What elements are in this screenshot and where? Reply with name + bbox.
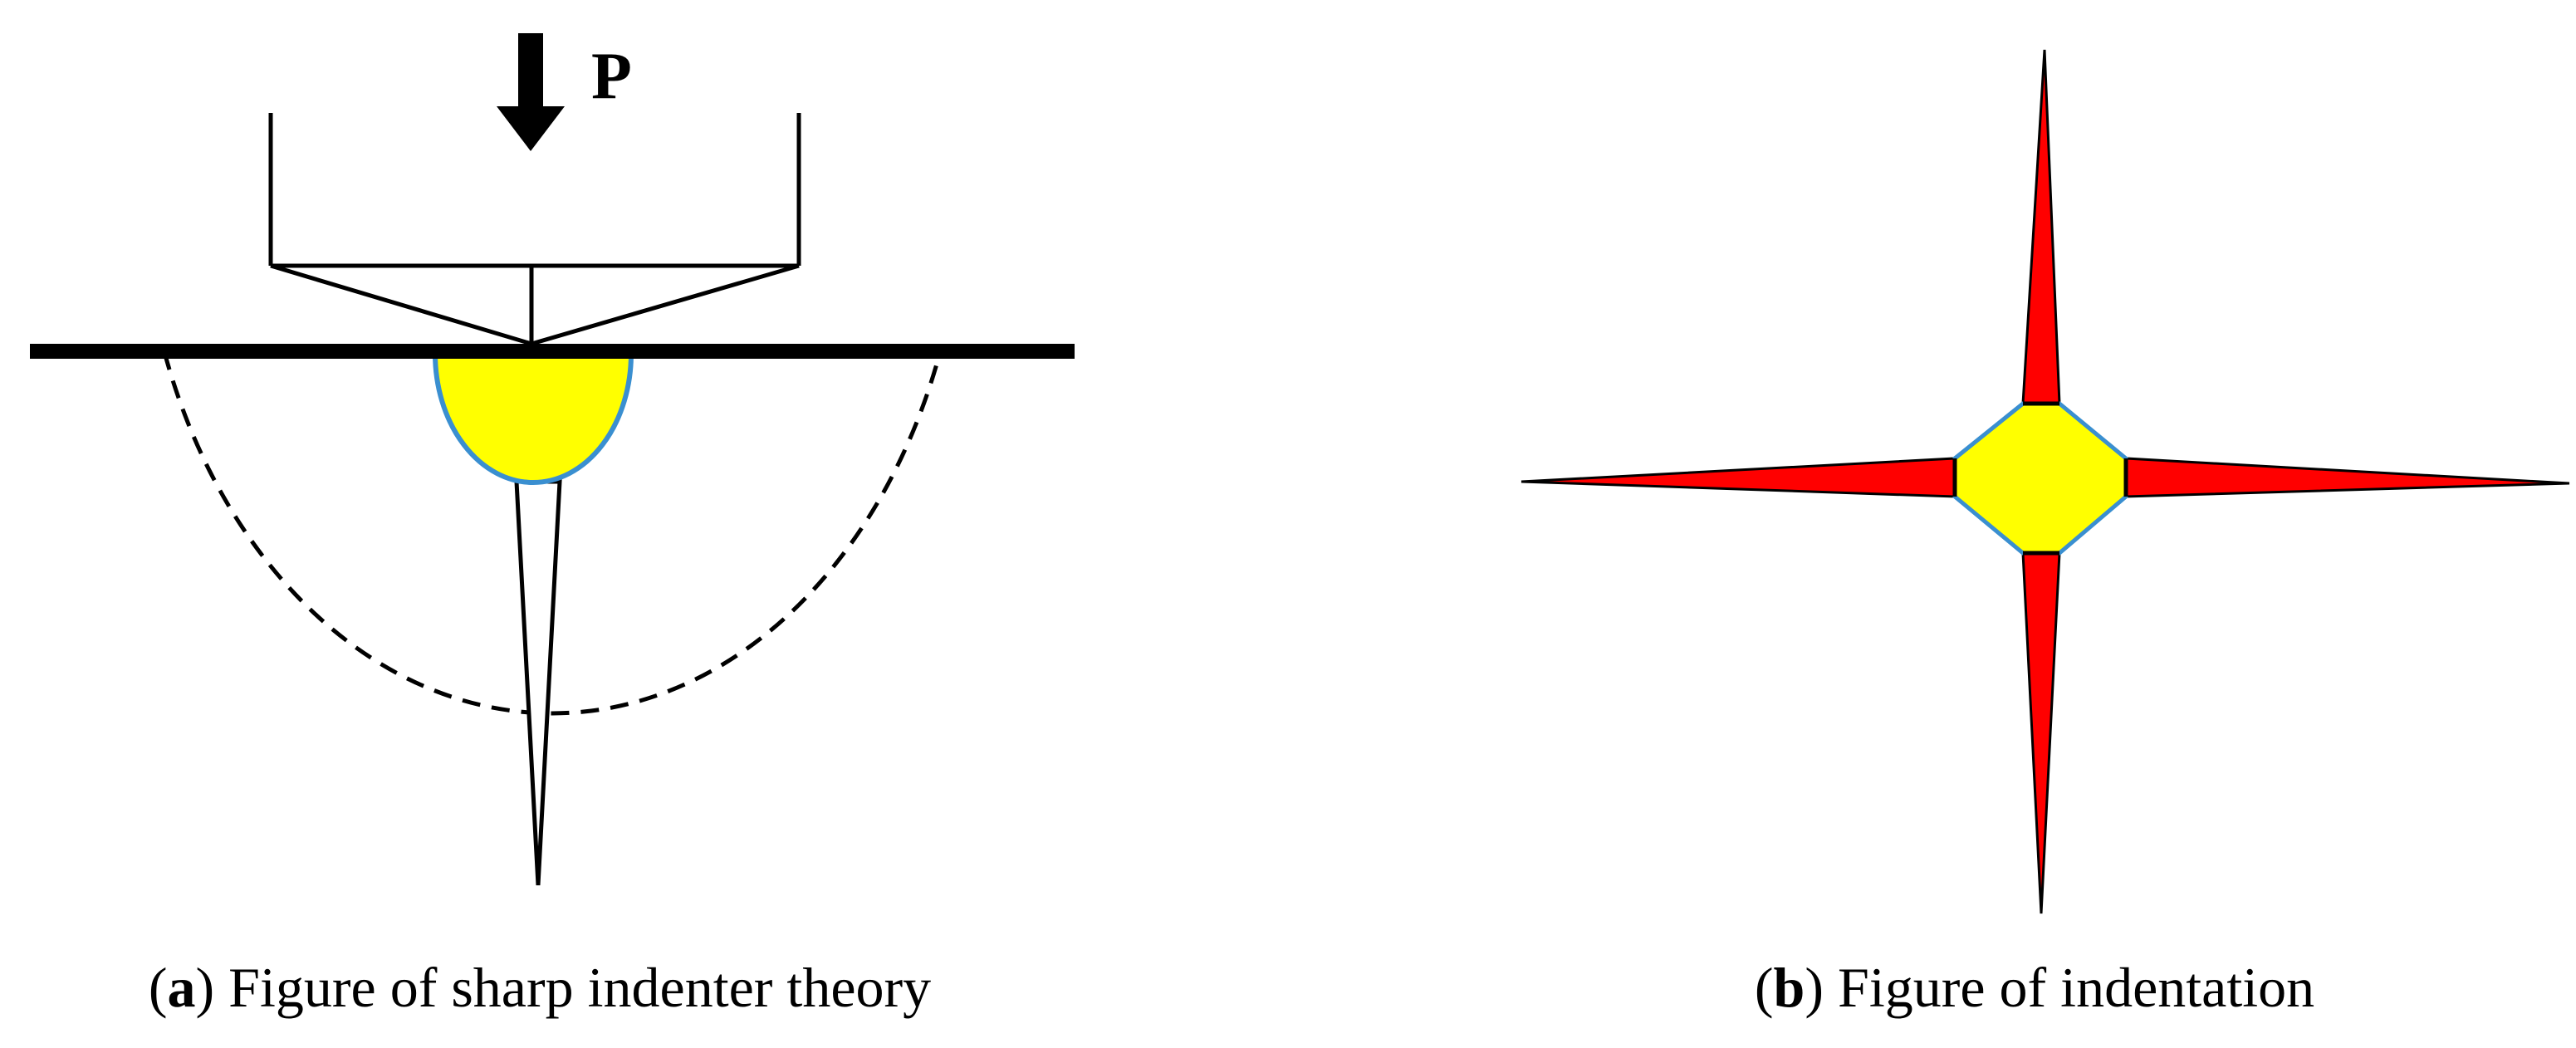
- load-label: P: [591, 40, 632, 113]
- specimen-surface: [30, 344, 1075, 359]
- indent-impression: [1952, 401, 2128, 556]
- caption-a-text: Figure of sharp indenter theory: [214, 956, 932, 1019]
- caption-a-letter: a: [167, 956, 196, 1019]
- caption-b-letter: b: [1773, 956, 1805, 1019]
- caption-a: (a) Figure of sharp indenter theory: [66, 955, 1013, 1030]
- median-crack: [514, 479, 562, 886]
- panel-a-diagram: P: [30, 33, 1075, 886]
- caption-b: (b) Figure of indentation: [1594, 955, 2475, 1030]
- indenter: [268, 113, 801, 346]
- caption-a-open: (: [148, 956, 168, 1019]
- radial-cracks: [1521, 49, 2570, 914]
- caption-b-open: (: [1754, 956, 1774, 1019]
- crack-bottom: [2021, 551, 2061, 914]
- elastic-zone-boundary: [162, 351, 943, 716]
- caption-a-close: ): [195, 956, 215, 1019]
- crack-top: [2021, 49, 2061, 405]
- caption-b-text: Figure of indentation: [1824, 956, 2315, 1019]
- panel-b-diagram: [1521, 49, 2570, 914]
- crack-left: [1521, 457, 1956, 498]
- crack-right: [2124, 457, 2570, 498]
- load-arrow-icon: [497, 33, 565, 151]
- plastic-zone: [432, 351, 634, 485]
- indent-edges: [1952, 401, 2128, 556]
- caption-b-close: ): [1805, 956, 1824, 1019]
